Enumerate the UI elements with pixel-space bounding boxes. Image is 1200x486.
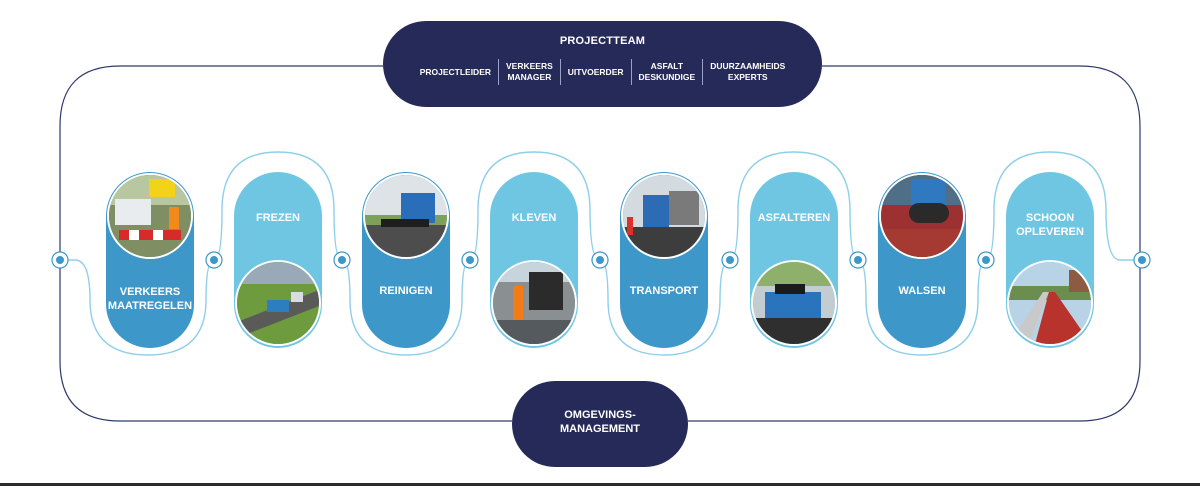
finished-road-photo: [1007, 260, 1093, 346]
role-divider: [559, 59, 561, 85]
step-label-reinigen: REINIGEN: [379, 285, 433, 297]
role-uitvoerder: UITVOERDER: [567, 66, 624, 77]
connector-node-icon: [461, 251, 479, 269]
projectteam-box: PROJECTTEAM PROJECTLEIDER VERKEERS MANAG…: [383, 21, 822, 107]
connector-node-icon: [1133, 251, 1151, 269]
projectteam-title: PROJECTTEAM: [559, 35, 646, 47]
connector-node-icon: [721, 251, 739, 269]
traffic-measures-photo: [107, 173, 193, 259]
role-verkeersmanager: VERKEERS MANAGER: [506, 61, 553, 82]
omgevingsmanagement-box: OMGEVINGS- MANAGEMENT: [512, 381, 688, 467]
connector-node-icon: [51, 251, 69, 269]
bottom-divider: [0, 483, 1200, 486]
cleaning-truck-photo: [363, 173, 449, 259]
connector-node-icon: [591, 251, 609, 269]
step-label-transport: TRANSPORT: [629, 285, 699, 297]
connector-node-icon: [205, 251, 223, 269]
step-label-asfalteren: ASFALTEREN: [757, 212, 831, 224]
role-divider: [498, 59, 500, 85]
outer-frame-line: [59, 65, 1141, 422]
connector-node-icon: [333, 251, 351, 269]
step-label-schoon-opleveren: SCHOON OPLEVEREN: [1016, 212, 1084, 238]
step-label-frezen: FREZEN: [256, 212, 300, 224]
connector-node-icon: [977, 251, 995, 269]
role-duurzaamheidsexperts: DUURZAAMHEIDS EXPERTS: [710, 61, 786, 82]
roller-photo: [879, 173, 965, 259]
transport-truck-photo: [621, 173, 707, 259]
tack-coat-photo: [491, 260, 577, 346]
role-divider: [630, 59, 632, 85]
role-list: PROJECTLEIDER VERKEERS MANAGER UITVOERDE…: [401, 59, 804, 85]
role-asfaltdeskundige: ASFALT DESKUNDIGE: [638, 61, 696, 82]
milling-photo: [235, 260, 321, 346]
step-label-walsen: WALSEN: [898, 285, 946, 297]
step-label-verkeersmaatregelen: VERKEERS MAATREGELEN: [107, 286, 193, 312]
role-divider: [702, 59, 704, 85]
paving-photo: [751, 260, 837, 346]
omgevingsmanagement-label: OMGEVINGS- MANAGEMENT: [559, 409, 641, 435]
step-label-kleven: KLEVEN: [511, 212, 557, 224]
connector-node-icon: [849, 251, 867, 269]
role-projectleider: PROJECTLEIDER: [419, 66, 492, 77]
